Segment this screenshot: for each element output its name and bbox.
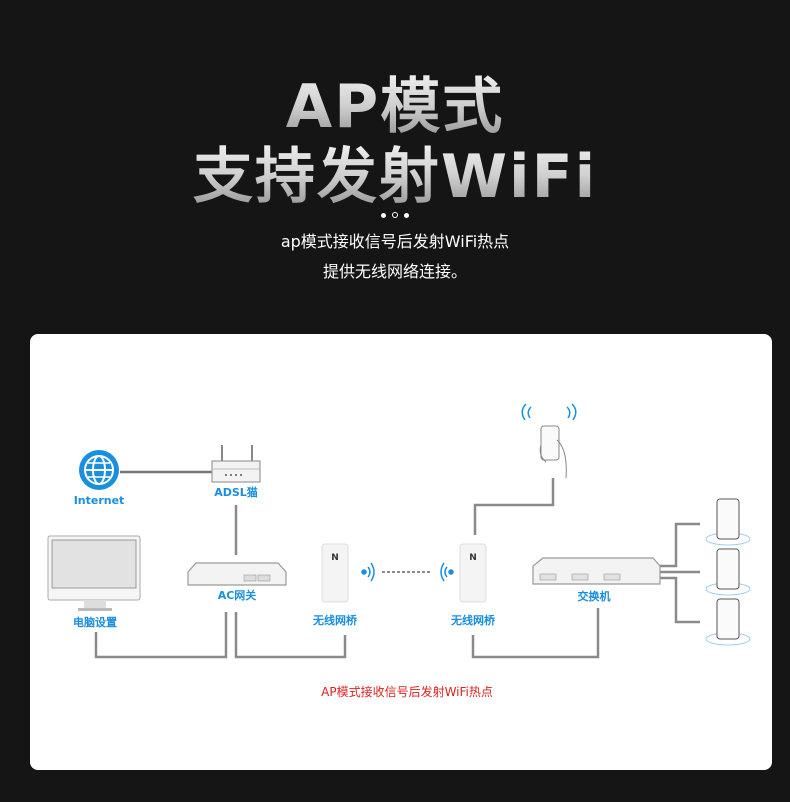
cable-switch-phone1 (660, 522, 700, 568)
router-icon (211, 445, 261, 483)
globe-icon (79, 450, 119, 490)
phone-in-hand-icon (521, 403, 577, 479)
diagram-caption: AP模式接收信号后发射WiFi热点 (321, 684, 493, 699)
monitor-icon (47, 535, 141, 611)
bridge-right-label: 无线网桥 (450, 613, 496, 627)
bridge-right-icon: N (459, 543, 487, 603)
cable-ac-bridge (234, 612, 347, 659)
cable-pc-ac (94, 612, 228, 659)
cables (94, 470, 700, 659)
dots-divider (0, 203, 790, 222)
title-line-1: AP模式 (0, 58, 790, 145)
dot (392, 212, 398, 218)
cable-bridge-switch (471, 608, 600, 659)
phone-icon (705, 548, 751, 596)
phone-icon (705, 498, 751, 546)
subtitle-line-1: ap模式接收信号后发射WiFi热点 (280, 232, 510, 251)
wifi-signal-icon (361, 562, 454, 582)
switch-label: 交换机 (578, 589, 611, 603)
phone-icons (705, 498, 751, 646)
dot (381, 213, 386, 218)
bridge-left-label: 无线网桥 (312, 613, 358, 627)
dot (404, 213, 409, 218)
bridge-logo: N (331, 553, 339, 563)
phone-icon (705, 598, 751, 646)
pc-label: 电脑设置 (73, 615, 117, 629)
subtitle-line-2: 提供无线网络连接。 (322, 262, 467, 281)
title-line-2: 支持发射WiFi (0, 128, 790, 215)
cable-bridge-phone (473, 478, 555, 535)
internet-label: Internet (74, 494, 125, 507)
cable-switch-phone3 (660, 576, 700, 624)
bridge-logo: N (469, 553, 477, 563)
bridge-left-icon: N (321, 543, 349, 603)
diagram-panel (30, 334, 772, 770)
adsl-label: ADSL猫 (214, 485, 258, 499)
ac-gateway-label: AC网关 (218, 588, 257, 602)
ac-gateway-icon (187, 562, 287, 586)
switch-icon (532, 557, 661, 585)
